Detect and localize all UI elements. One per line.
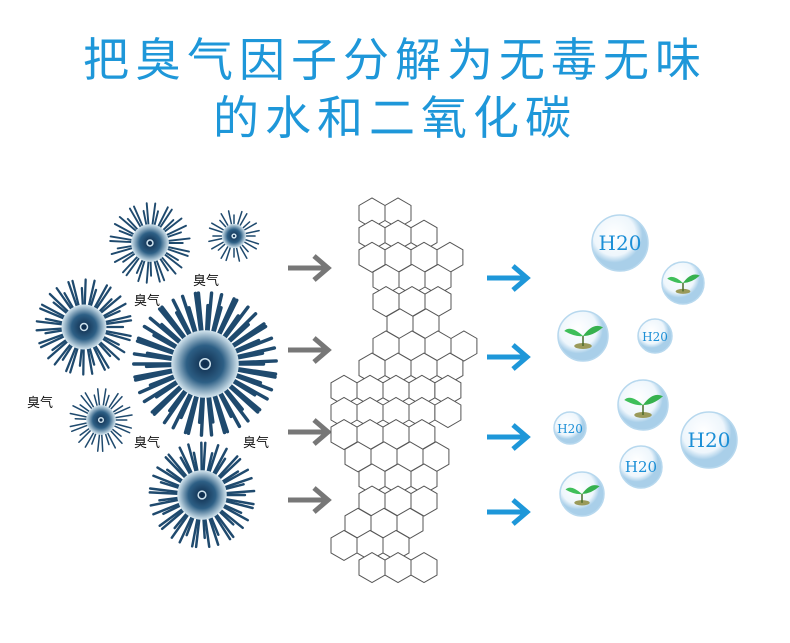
odor-label: 臭气 (27, 396, 54, 411)
odor-label: 臭气 (134, 436, 161, 451)
water-label: H20 (557, 422, 583, 436)
sprout-bubble-icon (661, 261, 705, 305)
sprout-bubble-icon (557, 310, 609, 362)
odor-virus-icon (132, 291, 278, 437)
sprout-bubble-icon (559, 471, 605, 517)
water-bubble-icon (637, 318, 673, 354)
gray-arrow-icon (288, 418, 332, 446)
odor-virus-icon (148, 441, 256, 549)
water-label: H20 (624, 458, 658, 476)
odor-virus-icon (208, 210, 260, 262)
blue-arrow-icon (487, 423, 531, 451)
water-bubble-icon (619, 445, 663, 489)
odor-virus-icon (69, 388, 133, 453)
water-bubble-icon (680, 411, 738, 469)
blue-arrow-icon (487, 264, 531, 292)
title-line-2: 的水和二氧化碳 (213, 91, 577, 145)
water-label: H20 (598, 231, 642, 255)
title-line-1: 把臭气因子分解为无毒无味 (83, 33, 707, 87)
gray-arrow-icon (288, 254, 332, 282)
gray-arrow-icon (288, 486, 332, 514)
sprout-bubble-icon (617, 379, 669, 431)
blue-arrow-icon (487, 343, 531, 371)
gray-arrow-icon (288, 336, 332, 364)
odor-label: 臭气 (134, 294, 161, 309)
water-label: H20 (642, 330, 668, 344)
odor-label: 臭气 (193, 274, 220, 289)
odor-virus-icon (109, 202, 191, 284)
blue-arrow-icon (487, 498, 531, 526)
water-bubble-icon (553, 411, 587, 445)
water-label: H20 (687, 428, 731, 452)
honeycomb-filter (330, 197, 478, 584)
water-bubble-icon (591, 214, 649, 272)
odor-virus-icon (35, 278, 133, 376)
odor-label: 臭气 (243, 436, 270, 451)
